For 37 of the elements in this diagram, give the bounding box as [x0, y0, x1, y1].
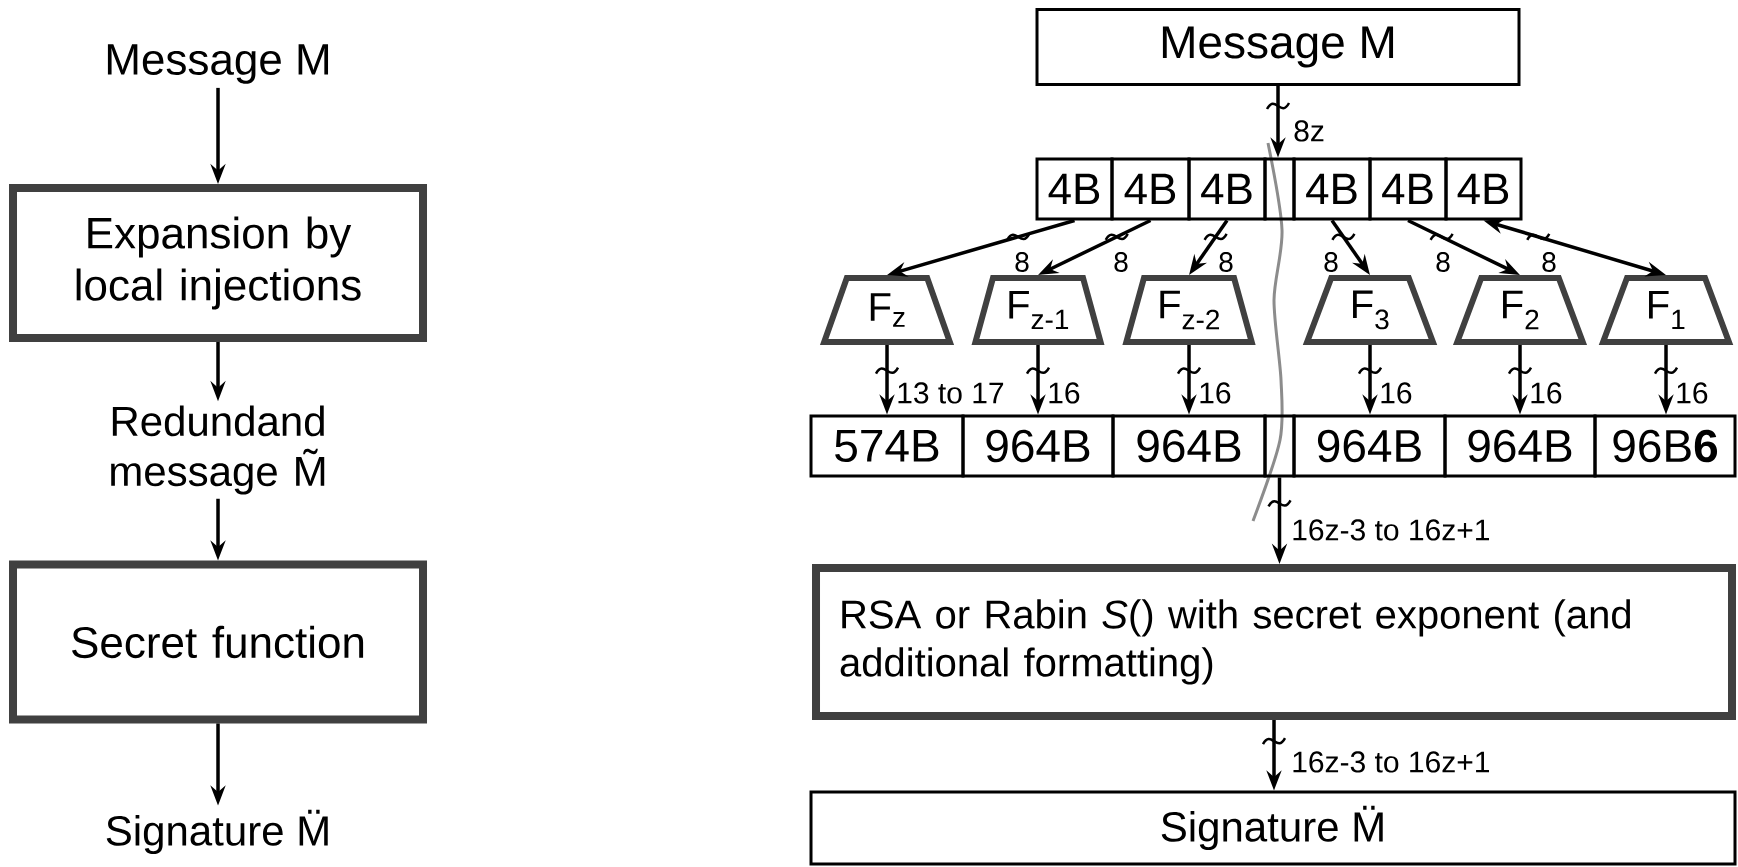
message-box: Message M — [1035, 8, 1521, 86]
byte-cell: 4B — [1444, 157, 1523, 221]
edge-label: 8 — [1434, 251, 1452, 273]
edge-label: 16 — [1046, 381, 1082, 405]
edge-label: 8 — [1112, 251, 1130, 273]
block-cell: 964B — [1443, 414, 1597, 478]
empty-cell — [1263, 414, 1296, 478]
byte-cell: 4B — [1035, 157, 1114, 221]
block-cell: 964B — [1111, 414, 1267, 478]
byte-cell: 4B — [1187, 157, 1267, 221]
process-box: Expansion by local injections — [9, 184, 427, 342]
byte-cell: 4B — [1368, 157, 1448, 221]
process-box: RSA or Rabin S() with secret exponent (and additional formatting) — [812, 564, 1736, 720]
block-cell: 964B — [1292, 414, 1447, 478]
byte-cell: 4B — [1292, 157, 1372, 221]
edge-label: 8 — [1013, 251, 1031, 273]
edge-label: 8z — [1292, 119, 1326, 143]
block-cell: 96B6 — [1593, 414, 1737, 478]
stage-label: Message M — [107, 44, 329, 84]
empty-cell — [1263, 157, 1296, 221]
byte-cell: 4B — [1110, 157, 1191, 221]
edge-label: 16 — [1378, 381, 1414, 405]
edge-label: 16z-3 to 16z+1 — [1290, 750, 1492, 774]
edge-label: 16 — [1674, 381, 1710, 405]
edge-label: 16z-3 to 16z+1 — [1290, 518, 1492, 542]
stage-label: Signature M̈ — [106, 809, 328, 855]
edge-label: 13 to 17 — [895, 381, 1006, 405]
edge-label: 8 — [1540, 251, 1558, 273]
process-box: Secret function — [9, 560, 427, 724]
stage-label: Redundand message M̃ — [111, 405, 325, 495]
edge-label: 8 — [1217, 251, 1235, 273]
block-cell: 964B — [961, 414, 1115, 478]
edge-label: 16 — [1528, 381, 1564, 405]
edge-label: 8 — [1322, 251, 1340, 273]
edge-label: 16 — [1197, 381, 1233, 405]
signature-box: Signature M̈ — [809, 790, 1737, 866]
block-cell: 574B — [809, 414, 965, 478]
